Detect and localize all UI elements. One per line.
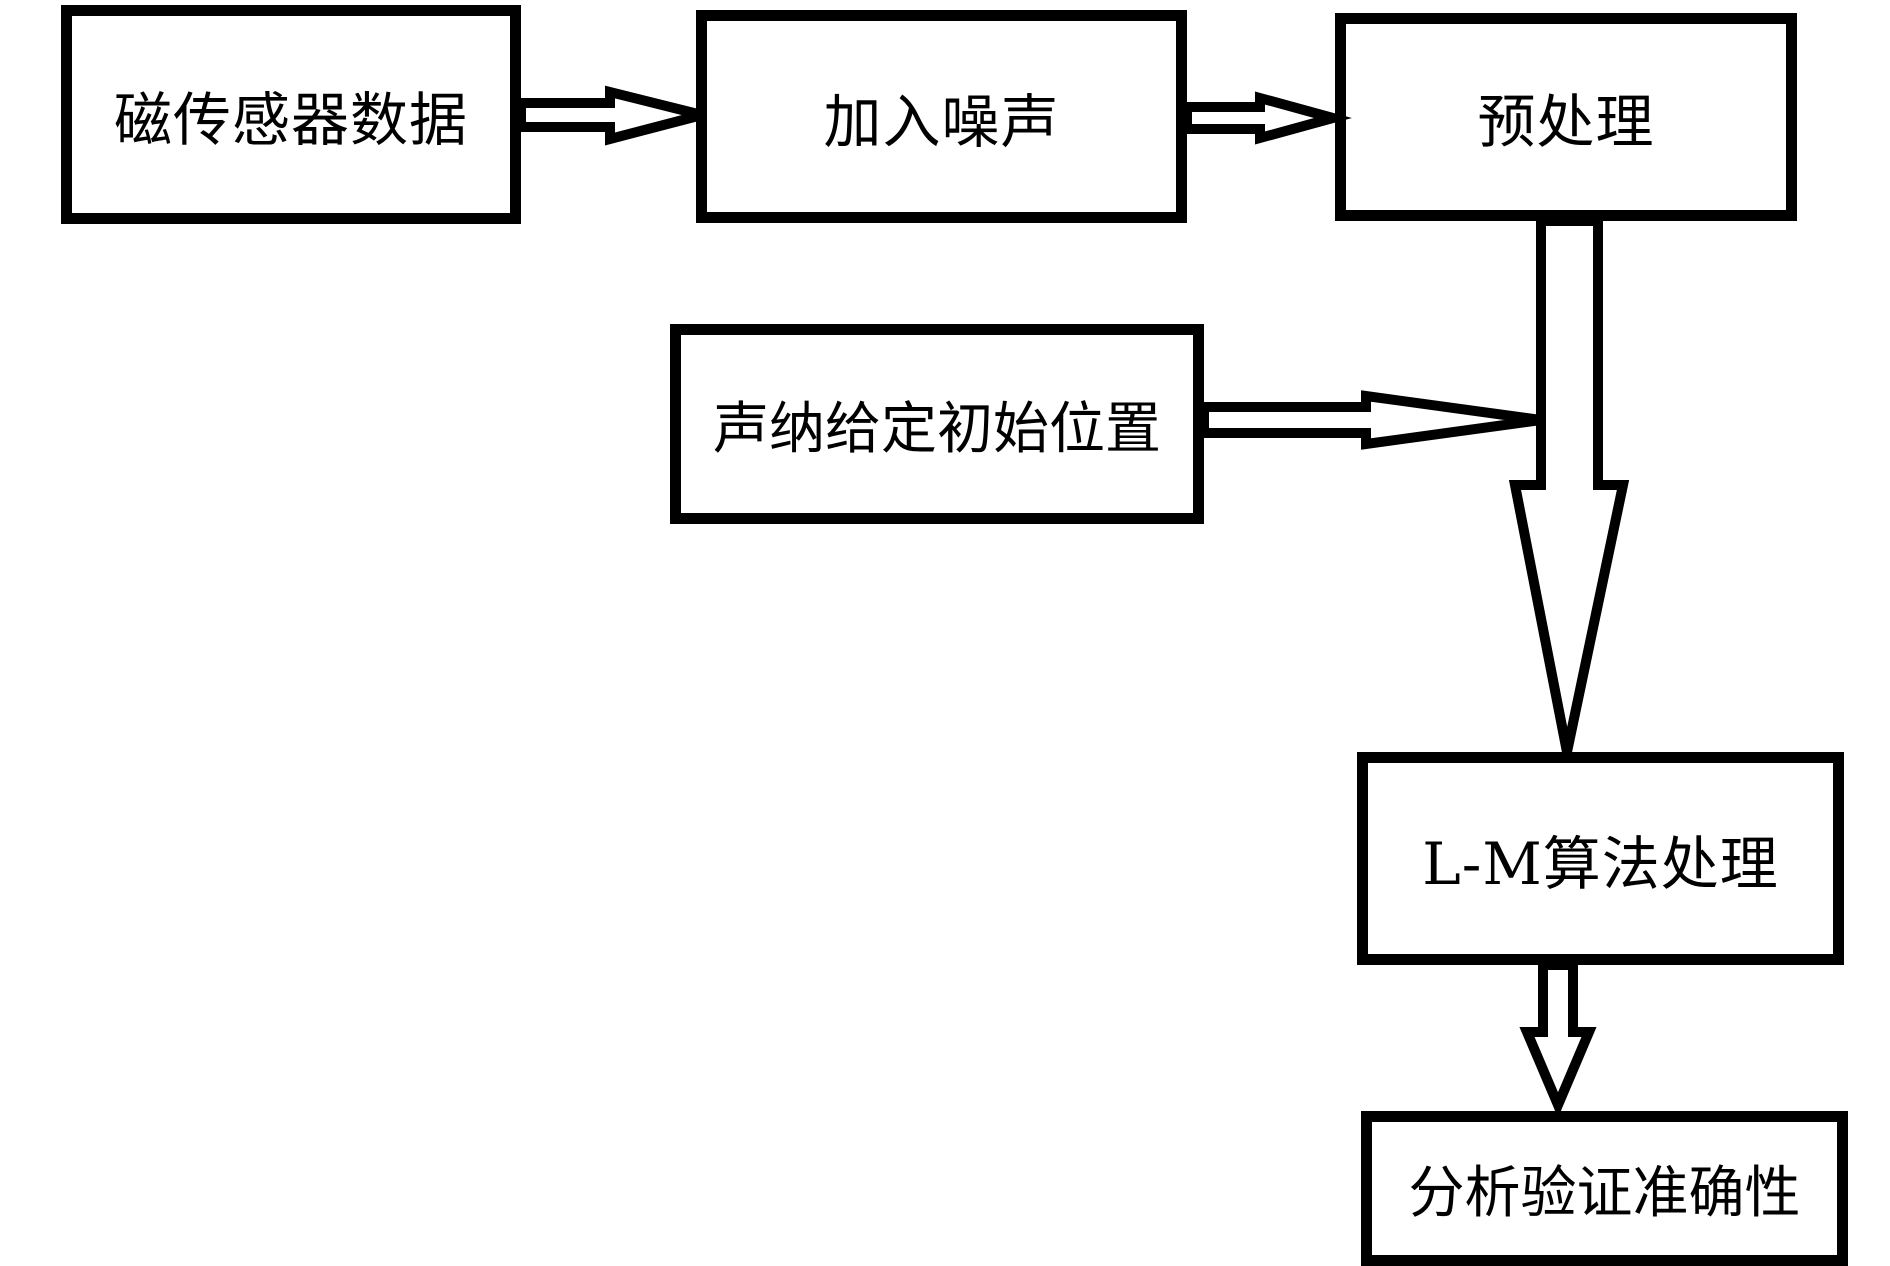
arrow-noise-to-preprocess — [1182, 91, 1352, 145]
node-lm-algorithm: L-M算法处理 — [1357, 752, 1844, 965]
node-accuracy-verification: 分析验证准确性 — [1361, 1111, 1848, 1266]
node-label: 声纳给定初始位置 — [713, 396, 1161, 462]
arrow-sonar-to-lm — [1199, 390, 1542, 450]
node-label: 加入噪声 — [823, 87, 1060, 156]
arrow-sensor-to-noise — [516, 85, 704, 146]
node-add-noise: 加入噪声 — [696, 10, 1187, 223]
node-preprocessing: 预处理 — [1335, 13, 1797, 221]
arrow-lm-to-verification — [1519, 960, 1597, 1118]
node-sonar-initial-position: 声纳给定初始位置 — [670, 324, 1204, 524]
arrow-preprocess-to-lm — [1508, 216, 1630, 754]
node-magnetic-sensor-data: 磁传感器数据 — [61, 5, 521, 224]
node-label: L-M算法处理 — [1422, 829, 1779, 898]
node-label: 预处理 — [1477, 88, 1655, 156]
node-label: 磁传感器数据 — [113, 85, 468, 154]
node-label: 分析验证准确性 — [1408, 1161, 1801, 1226]
